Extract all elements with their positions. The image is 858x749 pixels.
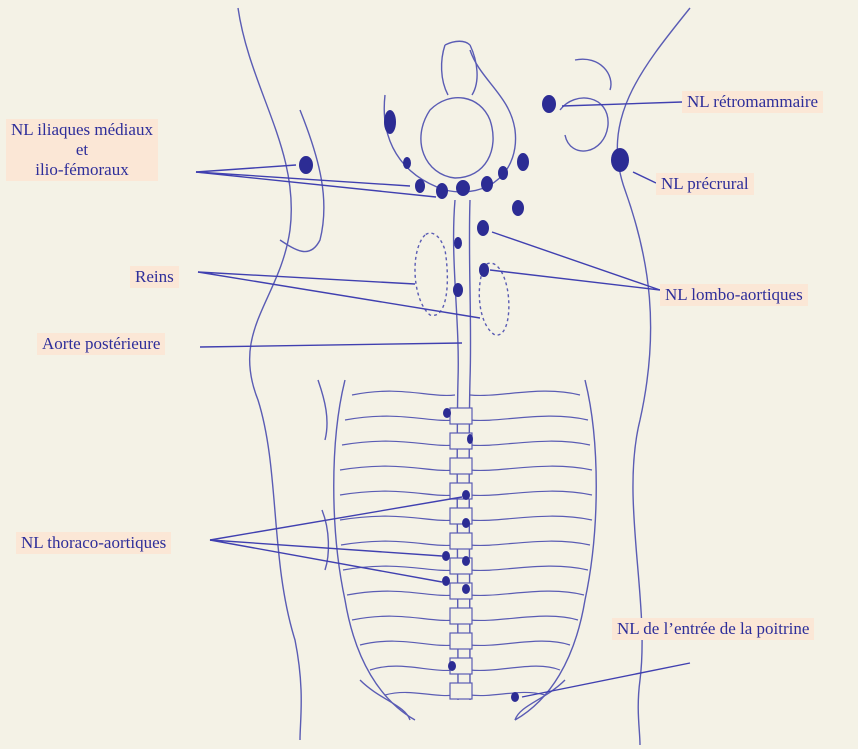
leader-retromammaire [562, 102, 682, 106]
leader-iliaques [196, 165, 296, 172]
right-leg-curve [575, 59, 611, 90]
node-iliaque [517, 153, 529, 171]
rib [352, 391, 580, 395]
vertebra [450, 608, 472, 624]
node-thoraco [467, 434, 473, 444]
spine-right [469, 200, 470, 700]
label-lombo-aortiques: NL lombo-aortiques [660, 284, 808, 306]
vertebra [450, 633, 472, 649]
node-thoraco [448, 661, 456, 671]
spine [454, 200, 459, 700]
label-iliaques: NL iliaques médiaux et ilio-fémoraux [6, 119, 158, 181]
leader-precrural [633, 172, 656, 183]
node-iliaque [436, 183, 448, 199]
node-iliaque [481, 176, 493, 192]
leader-aorte [200, 343, 462, 347]
node-thoraco [443, 408, 451, 418]
leader-iliaques [196, 172, 410, 186]
leader-thoraco [210, 540, 442, 582]
node-thoraco [462, 518, 470, 528]
leader-reins [198, 272, 480, 318]
label-entree-poitrine: NL de l’entrée de la poitrine [612, 618, 814, 640]
label-thoraco-aortiques: NL thoraco-aortiques [16, 532, 171, 554]
label-iliaques-line2: et [11, 140, 153, 160]
node-iliaque [456, 180, 470, 196]
node-lombo [453, 283, 463, 297]
vertebra [450, 533, 472, 549]
leader-lombo [492, 232, 660, 290]
vertebra [450, 683, 472, 699]
leader-lombo [490, 270, 660, 290]
node-iliaque-left [299, 156, 313, 174]
node-lombo [454, 237, 462, 249]
kidney-left [415, 233, 447, 315]
tail-top [445, 41, 470, 45]
node-iliaque [384, 110, 396, 134]
node-lombo [477, 220, 489, 236]
node-iliaque [498, 166, 508, 180]
label-precrural: NL précrural [656, 173, 754, 195]
label-aorte-posterieure: Aorte postérieure [37, 333, 165, 355]
node-lombo [512, 200, 524, 216]
vertebra [450, 408, 472, 424]
label-retromammaire: NL rétromammaire [682, 91, 823, 113]
sternum-end-left [360, 680, 410, 720]
node-thoraco [462, 584, 470, 594]
node-thoraco [442, 576, 450, 586]
node-precrural [611, 148, 629, 172]
pelvic-inner [421, 98, 493, 178]
node-thoraco [462, 556, 470, 566]
node-iliaque [415, 179, 425, 193]
tail-left [442, 45, 448, 95]
label-iliaques-line1: NL iliaques médiaux [11, 120, 153, 140]
node-lombo [479, 263, 489, 277]
node-thoraco [462, 490, 470, 500]
node-retromammaire [542, 95, 556, 113]
node-iliaque [403, 157, 411, 169]
left-body-contour [238, 8, 301, 740]
label-reins: Reins [130, 266, 179, 288]
leader-entree-poitrine [522, 663, 690, 697]
node-entree-poitrine [511, 692, 519, 702]
pelvic-outline [384, 50, 515, 192]
leader-iliaques [196, 172, 436, 197]
left-flank-line [318, 380, 327, 440]
node-thoraco [442, 551, 450, 561]
label-iliaques-line3: ilio-fémoraux [11, 160, 153, 180]
vertebra [450, 458, 472, 474]
